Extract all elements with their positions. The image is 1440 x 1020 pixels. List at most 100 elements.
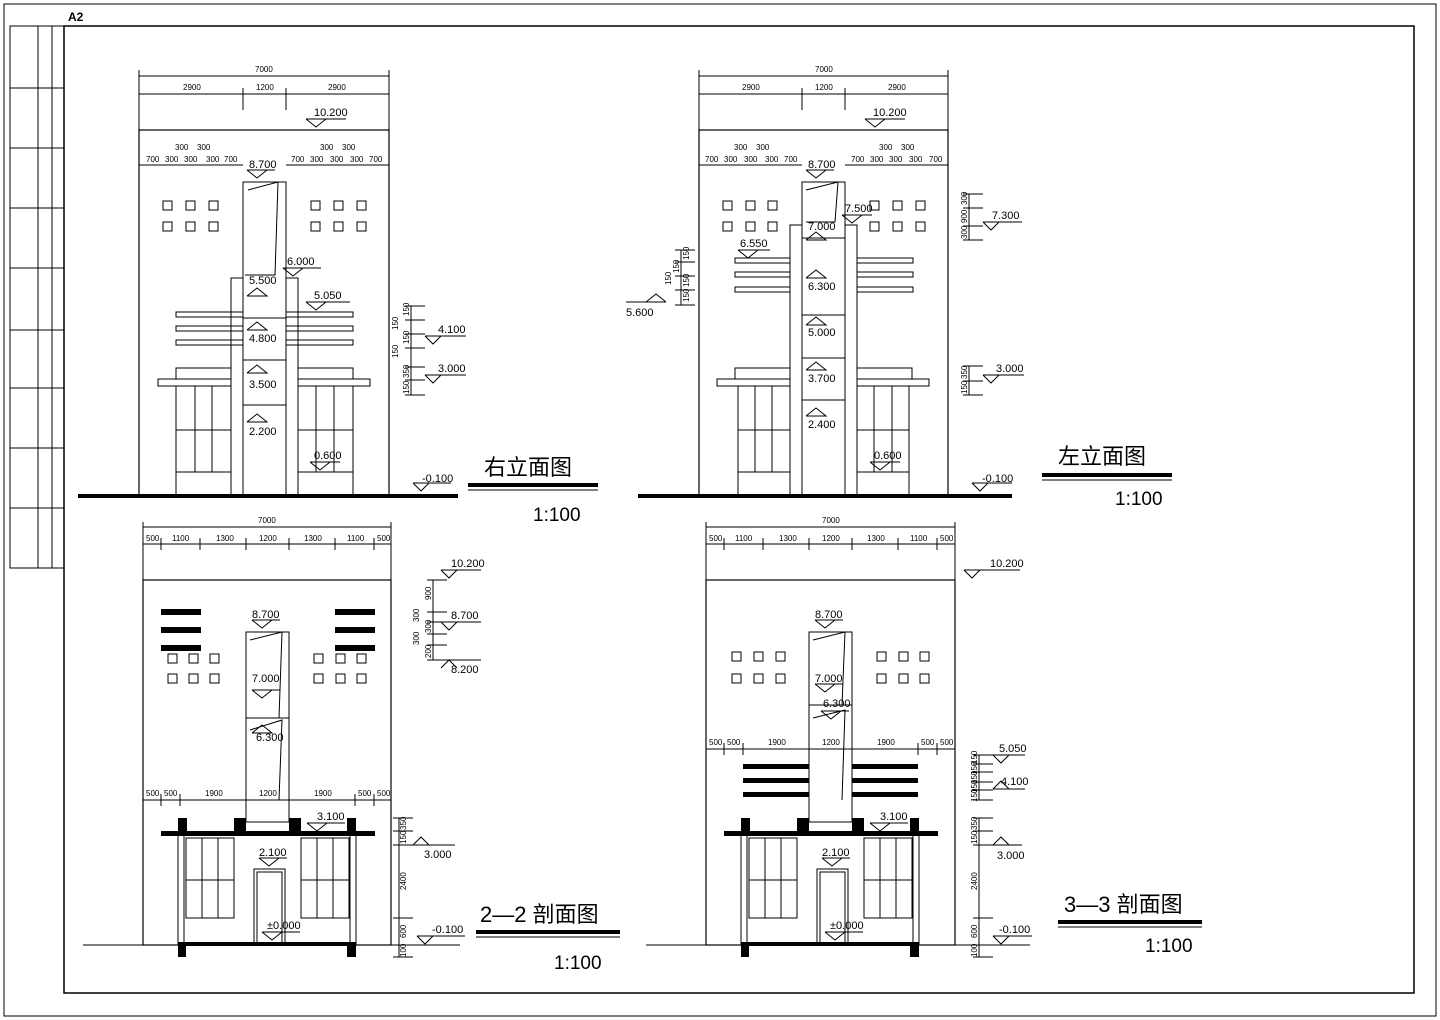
level-2-100: 2.100 — [258, 847, 287, 867]
level-2-200: 2.200 — [246, 413, 277, 438]
svg-text:2.100: 2.100 — [259, 847, 287, 859]
level-6-300: 6.300 — [820, 698, 851, 720]
dim-label: 300 — [870, 155, 884, 164]
level-4-100: 4.100 — [424, 324, 466, 345]
svg-text:8.700: 8.700 — [451, 610, 479, 622]
section-canopy — [161, 818, 375, 957]
dim-label: 300 — [184, 155, 198, 164]
dim-label: 300 — [342, 143, 356, 152]
svg-text:5.000: 5.000 — [808, 327, 836, 339]
window-grid-left — [167, 653, 220, 684]
left-elevation-view: 7000 2900 1200 2900 300 300 300 300 700 … — [626, 65, 1172, 510]
central-tower — [808, 631, 853, 823]
dim-overall-label: 7000 — [255, 65, 273, 74]
dim-label: 150 — [399, 830, 408, 844]
dim-label: 700 — [851, 155, 865, 164]
level-minus-0-100: -0.100 — [412, 473, 453, 492]
dim-label: 150 — [391, 316, 400, 330]
dim-label: 700 — [784, 155, 798, 164]
level-minus-0-100: -0.100 — [992, 924, 1032, 945]
dim-overall: 7000 — [142, 516, 392, 580]
dim-label: 300 — [889, 155, 903, 164]
dim-label: 500 — [146, 534, 160, 543]
dim-label: 300 — [879, 143, 893, 152]
level-3-000: 3.000 — [982, 363, 1024, 384]
dim-label: 300 — [424, 619, 433, 633]
level-3-000: 3.000 — [412, 836, 455, 861]
dim-label: 1200 — [822, 738, 840, 747]
svg-text:3.000: 3.000 — [424, 849, 452, 861]
dim-label: 1200 — [259, 534, 277, 543]
dim-label: 150 — [402, 380, 411, 394]
dim-label: 1300 — [779, 534, 797, 543]
dim-label: 300 — [744, 155, 758, 164]
view-title: 2—2 剖面图 — [480, 902, 599, 927]
window-grid-right — [876, 651, 930, 684]
level-2-400: 2.400 — [805, 407, 836, 431]
dim-chain-top: 2900 1200 2900 — [699, 83, 948, 110]
title-block-strip — [9, 25, 65, 569]
dim-label: 500 — [377, 789, 391, 798]
svg-text:-0.100: -0.100 — [999, 924, 1030, 936]
svg-text:-0.100: -0.100 — [432, 924, 463, 936]
dim-chain-top: 500 1100 1300 1200 1300 1100 500 — [143, 534, 391, 550]
svg-text:±0.000: ±0.000 — [267, 920, 301, 932]
svg-text:7.000: 7.000 — [808, 221, 836, 233]
sheet-size-label: A2 — [68, 10, 84, 24]
dim-chain-top: 2900 1200 2900 — [139, 83, 389, 110]
level-4-100: 4.100 — [992, 776, 1029, 790]
dim-label: 600 — [399, 924, 408, 938]
dim-label: 350 — [970, 816, 979, 830]
svg-text:7.300: 7.300 — [992, 210, 1020, 222]
dim-label: 150 — [682, 246, 691, 260]
dim-label: 1100 — [172, 534, 190, 543]
view-scale: 1:100 — [533, 505, 581, 526]
dim-label: 300 — [197, 143, 211, 152]
dim-label: 150 — [391, 344, 400, 358]
dim-label: 300 — [412, 631, 421, 645]
dim-label: 150 — [402, 302, 411, 316]
dim-label: 700 — [146, 155, 160, 164]
level-10-200: 10.200 — [305, 107, 348, 128]
dim-label: 300 — [901, 143, 915, 152]
svg-text:5.050: 5.050 — [314, 290, 342, 302]
dim-label: 150 — [682, 288, 691, 302]
svg-text:±0.000: ±0.000 — [830, 920, 864, 932]
svg-text:10.200: 10.200 — [873, 107, 907, 119]
level-5-600: 5.600 — [626, 293, 667, 319]
dim-label: 100 — [399, 943, 408, 957]
dim-label: 700 — [705, 155, 719, 164]
dim-label: 1200 — [815, 83, 833, 92]
horizontal-fins — [743, 764, 918, 797]
level-10-200: 10.200 — [440, 558, 485, 579]
svg-text:7.500: 7.500 — [845, 203, 873, 215]
dim-label: 150 — [970, 779, 979, 793]
level-0-600: 0.600 — [309, 450, 342, 471]
dim-label: 150 — [960, 380, 969, 394]
dim-label: 1900 — [205, 789, 223, 798]
window-grid-right — [313, 653, 367, 684]
svg-text:10.200: 10.200 — [990, 558, 1024, 570]
dim-label: 1300 — [304, 534, 322, 543]
svg-text:4.100: 4.100 — [1001, 776, 1029, 788]
level-3-100: 3.100 — [306, 811, 345, 832]
dim-label: 1900 — [877, 738, 895, 747]
dim-chain-parapet: 300 300 300 300 700 300 300 300 700 700 … — [139, 143, 389, 166]
dim-overall-label: 7000 — [822, 516, 840, 525]
level-minus-0-100: -0.100 — [971, 473, 1013, 492]
level-4-800: 4.800 — [246, 321, 277, 345]
dim-label: 500 — [940, 534, 954, 543]
svg-text:4.100: 4.100 — [438, 324, 466, 336]
dim-overall: 7000 — [138, 65, 390, 130]
svg-text:6.300: 6.300 — [256, 732, 284, 744]
dim-label: 300 — [960, 191, 969, 205]
svg-text:3.100: 3.100 — [880, 811, 908, 823]
level-7-300: 7.300 — [982, 210, 1022, 231]
svg-text:3.700: 3.700 — [808, 373, 836, 385]
level-6-000: 6.000 — [282, 256, 321, 277]
level-8-700: 8.700 — [814, 609, 843, 629]
view-title: 3—3 剖面图 — [1064, 892, 1183, 917]
level-3-500: 3.500 — [246, 364, 277, 391]
dim-label: 1200 — [256, 83, 274, 92]
level-7-000: 7.000 — [814, 673, 843, 693]
